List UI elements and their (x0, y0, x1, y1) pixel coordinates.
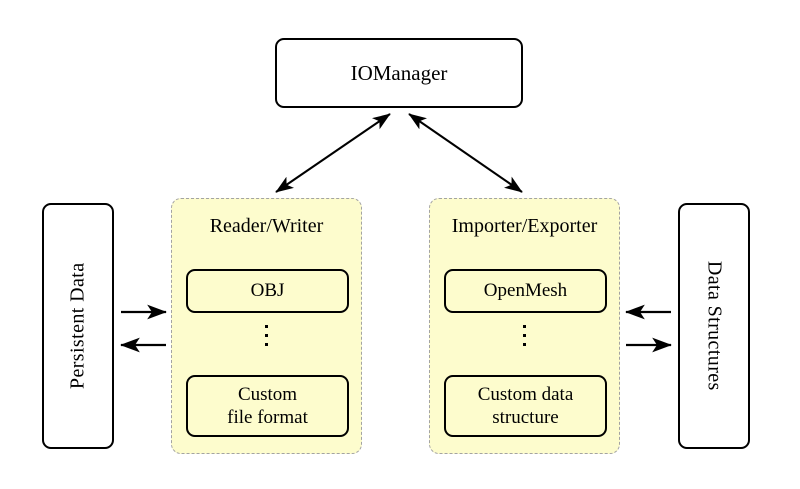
group-importer-exporter-title: Importer/Exporter (451, 215, 598, 237)
node-custom-file-format-label: Custom file format (227, 383, 308, 429)
node-openmesh-label: OpenMesh (483, 280, 568, 302)
node-data-structures[interactable]: Data Structures (678, 203, 750, 449)
arrow-iomanager-reader-writer (275, 113, 391, 193)
node-custom-file-format-line1: Custom (237, 383, 298, 405)
node-data-structures-label: Data Structures (703, 261, 726, 391)
node-custom-data-structure-line2: structure (492, 407, 559, 428)
node-custom-file-format-line2: file format (227, 407, 308, 428)
node-iomanager-label: IOManager (350, 60, 448, 85)
node-custom-data-structure-label: Custom data structure (478, 383, 574, 429)
arrow-iomanager-importer-exporter (408, 113, 523, 193)
node-persistent-data[interactable]: Persistent Data (42, 203, 114, 449)
group-reader-writer-title: Reader/Writer (209, 215, 324, 237)
node-custom-data-structure[interactable]: Custom data structure (444, 375, 607, 437)
node-custom-file-format[interactable]: Custom file format (186, 375, 349, 437)
node-openmesh[interactable]: OpenMesh (444, 269, 607, 313)
node-iomanager[interactable]: IOManager (275, 38, 523, 108)
node-persistent-data-label: Persistent Data (66, 262, 89, 390)
ellipsis-icon-reader-writer (172, 325, 361, 346)
ellipsis-icon-importer-exporter (430, 325, 619, 346)
node-custom-data-structure-line1: Custom data (477, 383, 574, 405)
group-importer-exporter[interactable]: Importer/Exporter OpenMesh Custom data s… (429, 198, 620, 454)
node-obj[interactable]: OBJ (186, 269, 349, 313)
group-reader-writer[interactable]: Reader/Writer OBJ Custom file format (171, 198, 362, 454)
node-obj-label: OBJ (250, 280, 285, 302)
